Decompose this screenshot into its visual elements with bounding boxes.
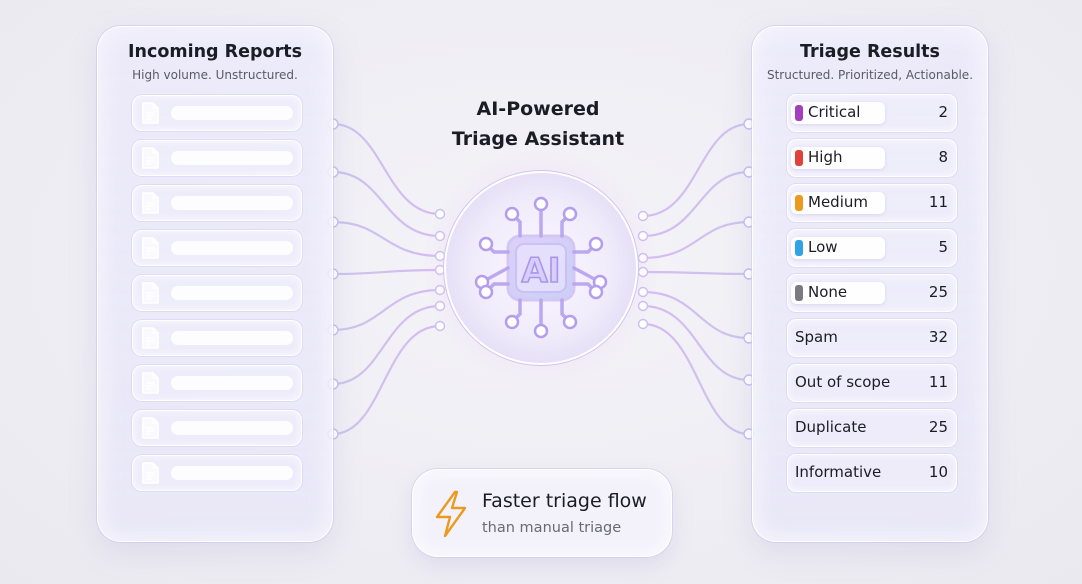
report-placeholder-bar — [171, 241, 293, 255]
triage-result-row: Critical 2 — [787, 94, 957, 132]
ai-chip-label: AI — [522, 251, 561, 291]
severity-swatch — [795, 285, 803, 301]
document-icon — [142, 462, 159, 484]
triage-result-row: Spam 32 — [787, 319, 957, 357]
incoming-reports-panel: Incoming Reports High volume. Unstructur… — [97, 26, 333, 542]
triage-result-label: None — [808, 283, 848, 301]
triage-result-count: 11 — [928, 373, 948, 391]
triage-result-label: Critical — [808, 103, 861, 121]
triage-results-subtitle: Structured. Prioritized, Actionable. — [766, 68, 974, 82]
report-row — [132, 320, 302, 356]
triage-result-label: Duplicate — [795, 418, 867, 436]
report-placeholder-bar — [171, 151, 293, 165]
triage-result-row: Out of scope 11 — [787, 364, 957, 402]
severity-swatch — [795, 240, 803, 256]
lightning-bolt-icon — [435, 490, 467, 538]
severity-pill — [791, 282, 885, 304]
report-row — [132, 140, 302, 176]
triage-results-panel: Triage Results Structured. Prioritized, … — [752, 26, 988, 542]
report-row — [132, 455, 302, 491]
faster-triage-subtitle: than manual triage — [482, 520, 622, 536]
report-row — [132, 230, 302, 266]
document-icon — [142, 147, 159, 169]
triage-result-count: 2 — [938, 103, 948, 121]
report-placeholder-bar — [171, 331, 293, 345]
severity-pill — [791, 237, 885, 259]
report-placeholder-bar — [171, 466, 293, 480]
assistant-title-line1: AI-Powered — [476, 98, 600, 120]
document-icon — [142, 192, 159, 214]
report-placeholder-bar — [171, 376, 293, 390]
severity-swatch — [795, 150, 803, 166]
report-placeholder-bar — [171, 106, 293, 120]
report-row — [132, 95, 302, 131]
document-icon — [142, 372, 159, 394]
triage-result-count: 5 — [938, 238, 948, 256]
triage-result-count: 10 — [928, 463, 948, 481]
faster-triage-card: Faster triage flow than manual triage — [412, 469, 672, 557]
document-icon — [142, 237, 159, 259]
triage-result-row: None 25 — [787, 274, 957, 312]
triage-result-label: Informative — [795, 463, 882, 481]
severity-pill — [791, 192, 885, 214]
document-icon — [142, 282, 159, 304]
assistant-title-line2: Triage Assistant — [451, 128, 625, 150]
incoming-reports-title: Incoming Reports — [128, 42, 302, 62]
triage-result-row: Informative 10 — [787, 454, 957, 492]
triage-result-count: 25 — [928, 283, 948, 301]
report-row — [132, 275, 302, 311]
severity-swatch — [795, 105, 803, 121]
document-icon — [142, 417, 159, 439]
triage-result-label: Spam — [795, 328, 838, 346]
report-placeholder-bar — [171, 286, 293, 300]
document-icon — [142, 102, 159, 124]
triage-result-label: Medium — [808, 193, 868, 211]
severity-swatch — [795, 195, 803, 211]
triage-result-count: 11 — [928, 193, 948, 211]
report-row — [132, 365, 302, 401]
triage-result-row: Medium 11 — [787, 184, 957, 222]
report-placeholder-bar — [171, 196, 293, 210]
severity-pill — [791, 147, 885, 169]
triage-result-row: Duplicate 25 — [787, 409, 957, 447]
triage-result-row: High 8 — [787, 139, 957, 177]
incoming-reports-subtitle: High volume. Unstructured. — [132, 68, 298, 82]
triage-result-count: 32 — [928, 328, 948, 346]
triage-results-title: Triage Results — [800, 42, 940, 62]
triage-result-label: Out of scope — [795, 373, 891, 391]
document-icon — [142, 327, 159, 349]
severity-pill — [791, 102, 885, 124]
report-row — [132, 410, 302, 446]
report-placeholder-bar — [171, 421, 293, 435]
triage-result-label: High — [808, 148, 843, 166]
triage-result-count: 8 — [938, 148, 948, 166]
triage-result-label: Low — [808, 238, 838, 256]
triage-result-row: Low 5 — [787, 229, 957, 267]
report-row — [132, 185, 302, 221]
faster-triage-title: Faster triage flow — [482, 490, 647, 512]
triage-result-count: 25 — [928, 418, 948, 436]
